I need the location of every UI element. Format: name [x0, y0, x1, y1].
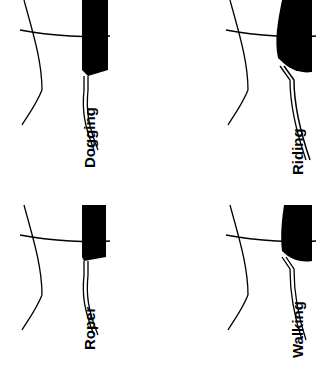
style-label: Dogging [82, 107, 97, 168]
style-label: Riding [290, 128, 305, 175]
style-label: Roper [82, 307, 97, 350]
style-label: Walking [290, 301, 305, 358]
